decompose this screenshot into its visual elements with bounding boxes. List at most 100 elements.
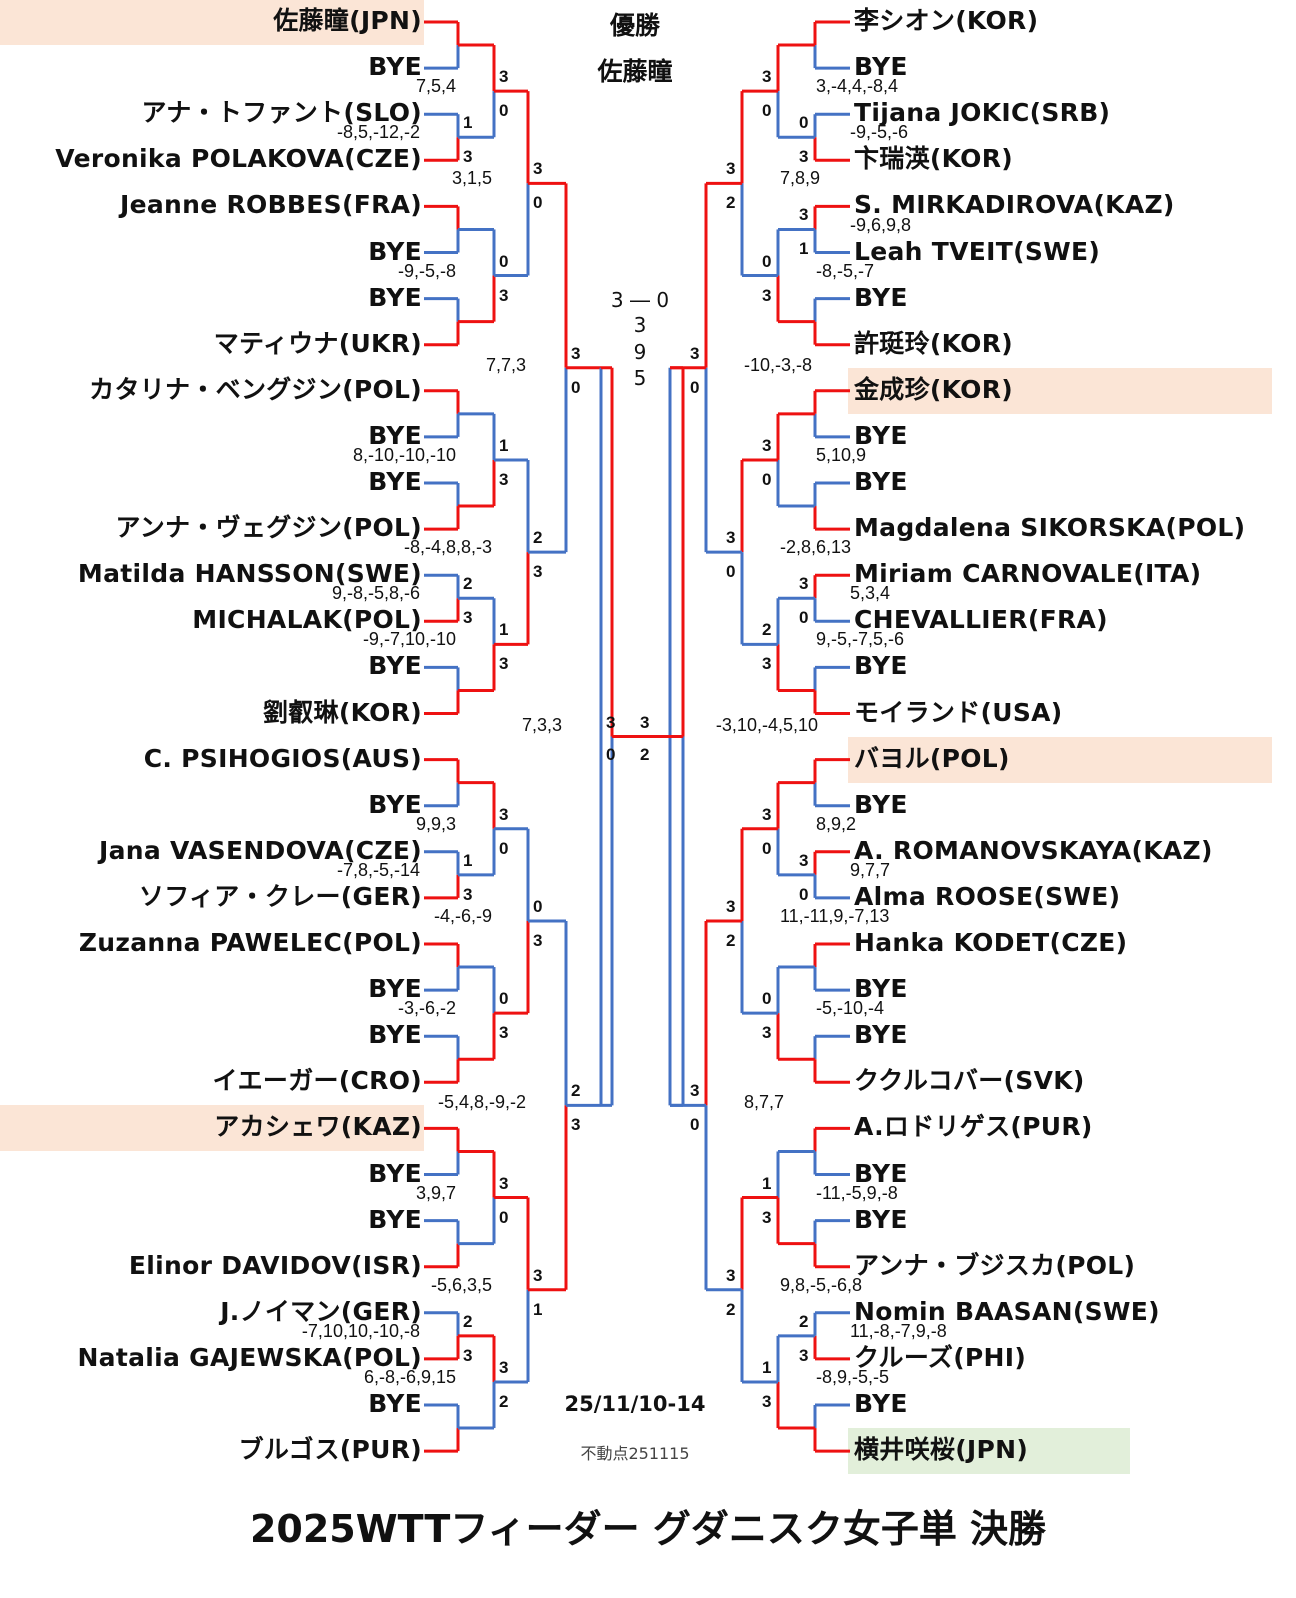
match-score: 3 (799, 205, 809, 225)
fixed-point-note: 不動点251115 (580, 1444, 690, 1463)
set-scores: 8,7,7 (744, 1092, 785, 1113)
match-score: 3 (726, 1265, 736, 1285)
player-name: BYE (854, 282, 908, 312)
player-name: A. ROMANOVSKAYA(KAZ) (854, 835, 1213, 865)
match-score: 0 (499, 838, 509, 858)
match-score: 3 (571, 343, 581, 363)
match-score: 0 (571, 377, 581, 397)
match-score: 2 (463, 574, 473, 594)
seed-highlight (0, 1105, 424, 1152)
seed-highlight (848, 1428, 1130, 1475)
set-scores: 6,-8,-6,9,15 (363, 1367, 456, 1387)
match-score: 0 (499, 989, 509, 1009)
set-scores: -9,-5,-8 (397, 260, 456, 281)
player-name: Jeanne ROBBES(FRA) (119, 190, 422, 220)
set-scores: 8,9,2 (816, 813, 857, 834)
match-score: 3 (762, 804, 772, 824)
match-score: 0 (799, 884, 809, 904)
semi-score: 2 (640, 744, 650, 764)
match-score: 0 (533, 193, 543, 213)
set-scores: 3,1,5 (451, 168, 492, 189)
final-set-score: 5 (633, 366, 647, 390)
player-name: S. MIRKADIROVA(KAZ) (854, 190, 1175, 220)
set-scores: -9,-7,10,-10 (362, 629, 456, 650)
player-name: BYE (368, 1020, 422, 1050)
player-name: Matilda HANSSON(SWE) (77, 559, 422, 589)
match-score: 3 (571, 1115, 581, 1135)
match-score: 3 (726, 159, 736, 179)
player-name: バヨル(POL) (854, 743, 1010, 773)
match-score: 2 (762, 620, 772, 640)
player-name: アナ・トファント(SLO) (141, 98, 422, 128)
player-name: BYE (368, 467, 422, 496)
seed-highlight (0, 0, 424, 45)
match-score: 3 (799, 147, 809, 167)
player-name: アンナ・ブジスカ(POL) (854, 1250, 1136, 1280)
player-name: ブルゴス(PUR) (238, 1435, 422, 1465)
match-score: 1 (499, 435, 509, 455)
match-score: 3 (726, 896, 736, 916)
set-scores: 9,-5,-7,5,-6 (816, 629, 905, 650)
match-score: 2 (726, 1299, 736, 1319)
player-name: ソフィア・クレー(GER) (138, 881, 422, 911)
set-scores: -5,4,8,-9,-2 (437, 1092, 526, 1113)
player-name: BYE (368, 789, 422, 819)
player-name: BYE (854, 1158, 908, 1188)
match-score: 1 (533, 1299, 543, 1319)
match-score: 3 (533, 1265, 543, 1285)
set-scores: -10,-3,-8 (744, 354, 813, 375)
set-scores: 7,3,3 (521, 714, 562, 735)
match-score: 0 (762, 469, 772, 489)
player-name: CHEVALLIER(FRA) (854, 605, 1108, 635)
match-score: 3 (762, 435, 772, 455)
player-name: BYE (368, 236, 422, 266)
match-score: 3 (799, 850, 809, 870)
match-score: 3 (499, 804, 509, 824)
set-scores: -2,8,6,13 (780, 537, 852, 558)
final-set-score: 3 (633, 313, 647, 337)
seed-highlight (848, 367, 1272, 414)
match-score: 2 (726, 930, 736, 950)
match-score: 0 (690, 1115, 700, 1135)
player-name: Alma ROOSE(SWE) (854, 881, 1121, 911)
player-name: J.ノイマン(GER) (220, 1296, 422, 1326)
player-name: マティウナ(UKR) (213, 328, 422, 358)
player-name: 横井咲桜(JPN) (854, 1435, 1029, 1465)
set-scores: -8,9,-5,-5 (816, 1367, 890, 1387)
semi-score: 3 (640, 712, 650, 732)
player-name: BYE (854, 420, 908, 450)
set-scores: -3,-6,-2 (397, 998, 456, 1019)
tournament-dates: 25/11/10-14 (564, 1392, 706, 1416)
match-score: 2 (463, 1311, 473, 1331)
player-name: モイランド(USA) (854, 697, 1063, 727)
set-scores: -8,-5,-7 (816, 260, 875, 281)
match-score: 2 (533, 528, 543, 548)
match-score: 3 (499, 1173, 509, 1193)
match-score: 3 (726, 528, 736, 548)
match-score: 3 (463, 608, 473, 628)
match-score: 3 (799, 574, 809, 594)
match-score: 0 (499, 1207, 509, 1227)
semi-score: 3 (606, 712, 616, 732)
player-name: BYE (368, 282, 422, 312)
match-score: 3 (533, 930, 543, 950)
match-score: 3 (499, 67, 509, 87)
player-name: BYE (368, 1389, 422, 1418)
set-scores: -3,10,-4,5,10 (715, 714, 818, 735)
match-score: 3 (690, 343, 700, 363)
player-name: 金成珍(KOR) (854, 374, 1014, 404)
match-score: 3 (499, 1023, 509, 1043)
match-score: 3 (499, 469, 509, 489)
player-name: Elinor DAVIDOV(ISR) (128, 1250, 422, 1280)
page-title: 2025WTTフィーダー グダニスク女子単 決勝 (249, 1507, 1047, 1551)
player-name: BYE (368, 420, 422, 450)
seed-highlight (848, 736, 1272, 783)
player-name: Leah TVEIT(SWE) (854, 236, 1101, 266)
set-scores: 11,-8,-7,9,-8 (850, 1320, 947, 1341)
match-score: 2 (571, 1081, 581, 1101)
set-scores: 7,7,3 (485, 354, 526, 375)
champion-label: 優勝 (609, 11, 660, 40)
match-score: 3 (533, 562, 543, 582)
player-name: BYE (854, 1204, 908, 1234)
match-score: 3 (762, 1023, 772, 1043)
